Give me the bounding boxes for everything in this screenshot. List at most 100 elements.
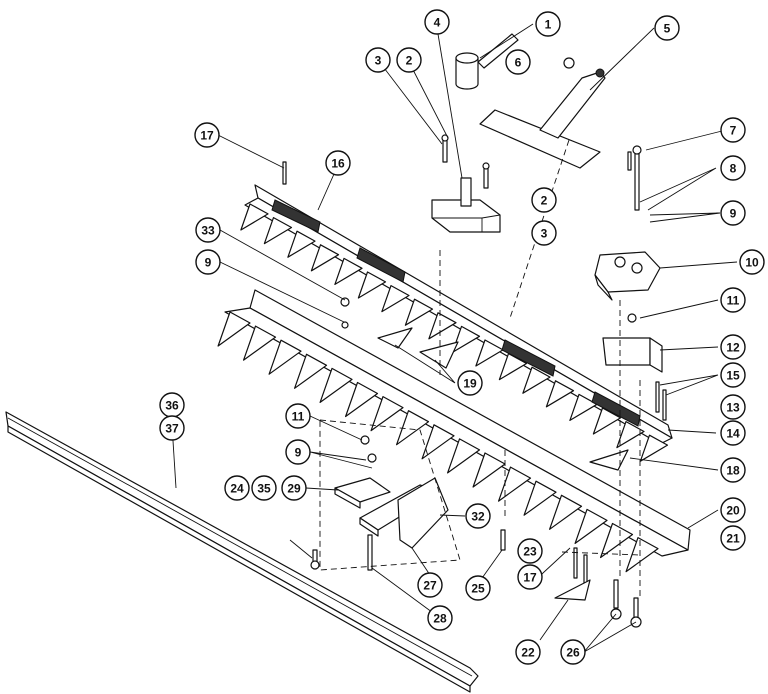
knife-section: [240, 203, 269, 231]
callout-number: 35: [257, 482, 271, 496]
callout-number: 24: [230, 482, 244, 496]
callout-2: 2: [531, 187, 557, 213]
callout-29: 29: [281, 475, 307, 501]
callout-number: 27: [423, 579, 437, 593]
guard-tooth: [243, 325, 277, 361]
guard-tooth: [396, 410, 430, 446]
callout-19: 19: [457, 370, 483, 396]
knife-section: [639, 434, 669, 462]
callout-11: 11: [285, 403, 311, 429]
guard-tooth: [421, 424, 455, 460]
callout-32: 32: [465, 503, 491, 529]
callout-18: 18: [720, 457, 746, 483]
guard-tooth: [549, 494, 583, 530]
knife-section: [334, 257, 363, 285]
callout-number: 4: [434, 16, 441, 30]
callout-22: 22: [515, 639, 541, 665]
knife-section: [381, 285, 410, 313]
callout-2: 2: [396, 47, 422, 73]
knife-section: [310, 244, 340, 272]
callout-7: 7: [720, 117, 746, 143]
guard-tooth: [294, 353, 328, 389]
guard-tooth: [574, 508, 608, 544]
callout-number: 6: [515, 56, 522, 70]
callout-number: 9: [205, 256, 212, 270]
callout-number: 13: [726, 401, 740, 415]
callout-number: 15: [726, 369, 740, 383]
guard-tooth: [370, 396, 404, 432]
callout-number: 23: [523, 545, 537, 559]
callout-number: 5: [664, 22, 671, 36]
leader-lines: [171, 23, 738, 653]
callout-3: 3: [365, 47, 391, 73]
callout-number: 20: [726, 504, 740, 518]
callout-number: 17: [523, 571, 537, 585]
callout-6: 6: [505, 49, 531, 75]
guard-tooth: [217, 311, 251, 347]
guard-tooth: [600, 522, 634, 559]
callout-number: 2: [406, 54, 413, 68]
callout-number: 10: [745, 256, 759, 270]
callout-37: 37: [159, 415, 185, 441]
callout-28: 28: [427, 605, 453, 631]
callout-3: 3: [531, 220, 557, 246]
knife-section: [263, 217, 293, 245]
callout-number: 14: [726, 427, 740, 441]
callout-number: 9: [730, 207, 737, 221]
callout-35: 35: [251, 475, 277, 501]
callout-33: 33: [195, 217, 221, 243]
wear-strip: [5, 411, 479, 693]
callout-number: 17: [200, 129, 214, 143]
callout-4: 4: [424, 9, 450, 35]
callout-5: 5: [654, 15, 680, 41]
guard-tooth: [472, 452, 506, 488]
knife-sections: [240, 203, 669, 462]
callout-23: 23: [517, 538, 543, 564]
callout-9: 9: [195, 249, 221, 275]
guard-tooth: [523, 480, 557, 516]
callout-10: 10: [739, 249, 765, 275]
callout-12: 12: [720, 334, 746, 360]
guard-bar: [224, 289, 691, 557]
callout-number: 33: [201, 224, 215, 238]
callout-9: 9: [285, 439, 311, 465]
callout-number: 37: [165, 422, 179, 436]
lower-guard-teeth: [217, 311, 659, 573]
callout-number: 9: [295, 446, 302, 460]
pitman-bushing: [455, 33, 519, 90]
knife-section: [428, 312, 457, 340]
spacer-block: [602, 337, 663, 373]
callout-number: 25: [471, 582, 485, 596]
knife-section: [545, 380, 575, 408]
callout-11: 11: [720, 287, 746, 313]
callout-number: 11: [727, 294, 740, 308]
callout-17: 17: [517, 564, 543, 590]
knife-head: [431, 177, 501, 233]
knife-section: [404, 298, 434, 326]
knife-section: [451, 325, 481, 353]
callout-number: 3: [541, 227, 548, 241]
callout-number: 18: [726, 464, 740, 478]
callout-number: 32: [471, 510, 485, 524]
small-bolts: [282, 57, 667, 628]
callout-25: 25: [465, 575, 491, 601]
callout-9: 9: [720, 200, 746, 226]
callout-1: 1: [535, 11, 561, 37]
callout-number: 36: [165, 399, 179, 413]
callout-number: 28: [433, 612, 447, 626]
callout-13: 13: [720, 394, 746, 420]
knife-section: [357, 271, 387, 299]
knife-section: [287, 230, 316, 258]
guard-clip-assembly: [319, 419, 461, 571]
callout-20: 20: [720, 497, 746, 523]
callout-21: 21: [720, 525, 746, 551]
callout-number: 22: [521, 646, 535, 660]
loose-sections: [377, 327, 629, 601]
hold-down-clips: [271, 199, 641, 427]
clamp-bracket: [594, 251, 661, 301]
knife-section: [616, 421, 645, 449]
guard-tooth: [319, 367, 353, 403]
callout-number: 16: [331, 157, 345, 171]
